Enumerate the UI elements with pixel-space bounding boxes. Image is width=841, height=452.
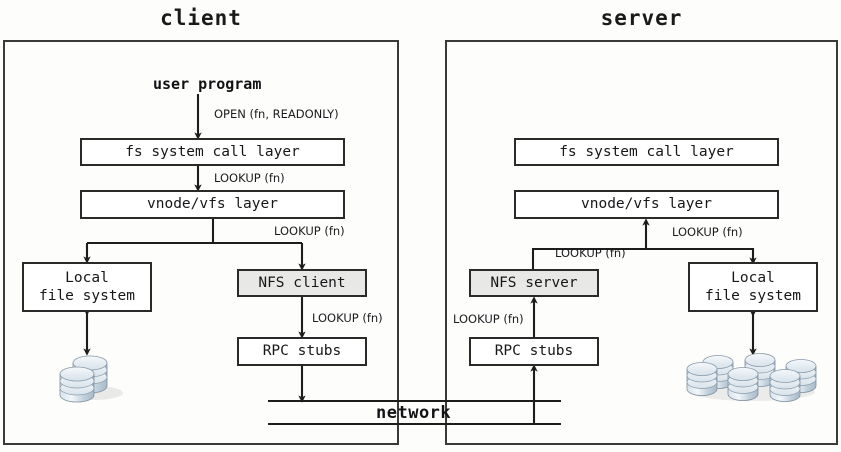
server-local-fs-line2: file system [704, 288, 802, 304]
server-vnode-vfs-layer[interactable]: vnode/vfs layer [514, 190, 779, 219]
server-edge-label-lookup-rpc: LOOKUP (fn) [453, 312, 524, 326]
client-local-fs-line2: file system [38, 288, 136, 304]
client-user-program-label: user program [153, 75, 262, 93]
server-local-file-system[interactable]: Local file system [688, 262, 818, 312]
client-edge-label-lookup-syscall: LOOKUP (fn) [214, 171, 285, 185]
client-local-file-system[interactable]: Local file system [22, 262, 152, 312]
client-fs-system-call-layer[interactable]: fs system call layer [80, 138, 345, 166]
server-rpc-stubs[interactable]: RPC stubs [469, 337, 599, 366]
client-panel [3, 40, 399, 445]
server-fs-system-call-layer[interactable]: fs system call layer [514, 138, 779, 166]
client-panel-title: client [160, 6, 242, 30]
server-panel-title: server [600, 6, 683, 30]
server-local-fs-line1: Local [731, 269, 775, 286]
server-edge-label-lookup-nfs: LOOKUP (fn) [555, 246, 626, 260]
client-edge-label-lookup-nfs: LOOKUP (fn) [312, 311, 383, 325]
client-rpc-stubs[interactable]: RPC stubs [237, 337, 367, 366]
server-edge-label-lookup-vfs: LOOKUP (fn) [672, 225, 743, 239]
client-edge-label-open: OPEN (fn, READONLY) [214, 107, 339, 121]
server-panel [445, 40, 838, 445]
client-vnode-vfs-layer[interactable]: vnode/vfs layer [80, 190, 345, 219]
network-label: network [376, 403, 452, 423]
client-edge-label-lookup-vfs: LOOKUP (fn) [274, 224, 345, 238]
server-nfs-server[interactable]: NFS server [469, 269, 599, 297]
client-local-fs-line1: Local [65, 269, 109, 286]
client-nfs-client[interactable]: NFS client [237, 269, 367, 297]
